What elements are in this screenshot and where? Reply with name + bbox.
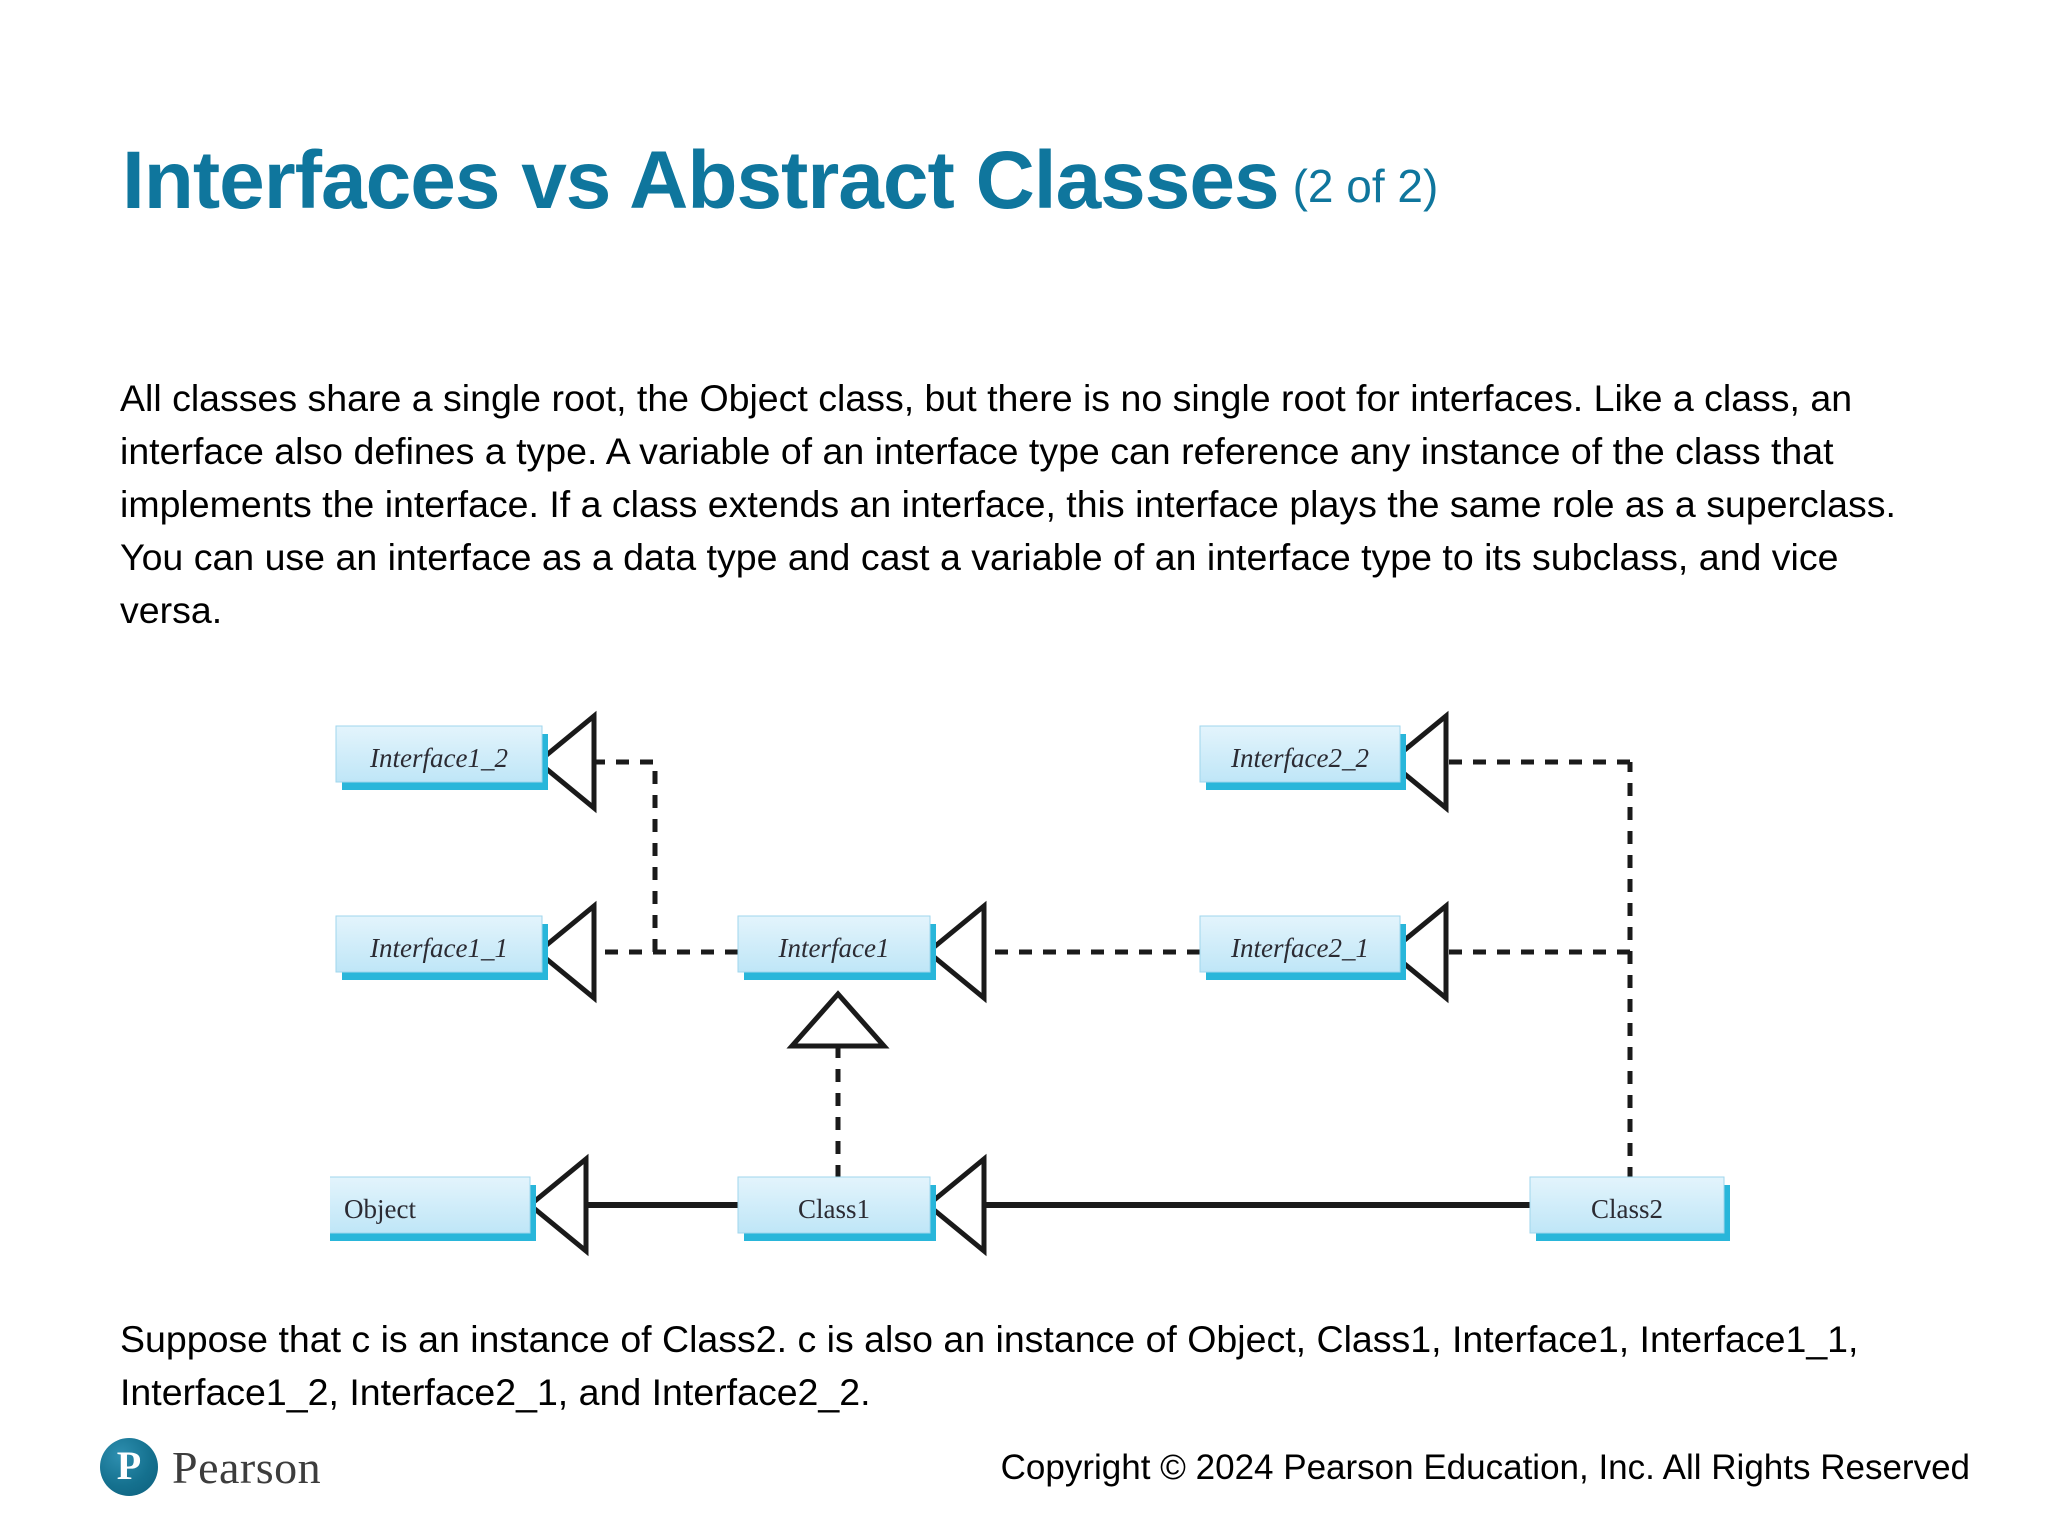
uml-class-diagram: Interface1_2 Interface1_1 Interface1 Int… (330, 700, 1760, 1260)
node-class1[interactable]: Class1 (737, 1176, 936, 1241)
arrowhead-interface1_1 (534, 900, 597, 1004)
page-title: Interfaces vs Abstract Classes(2 of 2) (122, 140, 1438, 222)
closing-paragraph: Suppose that c is an instance of Class2.… (120, 1318, 1859, 1413)
node-label-object: Object (344, 1194, 416, 1224)
node-label-class2: Class2 (1591, 1194, 1663, 1224)
node-label-interface2_1: Interface2_1 (1230, 933, 1369, 963)
pearson-p-glyph: P (116, 1443, 142, 1488)
arrowhead-class1 (924, 1153, 987, 1257)
arrowhead-interface1 (924, 900, 987, 1004)
pearson-logo: P Pearson (100, 1438, 321, 1496)
node-object[interactable]: Object (330, 1176, 536, 1241)
page-title-part-indicator: (2 of 2) (1292, 160, 1439, 212)
arrowhead-object (526, 1153, 589, 1257)
edge-group (430, 759, 1633, 1208)
node-class2[interactable]: Class2 (1529, 1176, 1730, 1241)
page-title-main: Interfaces vs Abstract Classes (122, 135, 1280, 226)
node-label-interface1_1: Interface1_1 (369, 933, 508, 963)
arrowhead-interface1_2 (534, 710, 597, 814)
arrowhead-interface2_1 (1386, 900, 1449, 1004)
node-label-interface1: Interface1 (778, 933, 890, 963)
node-interface1_1[interactable]: Interface1_1 (335, 915, 548, 980)
arrowhead-interface2_2 (1386, 710, 1449, 814)
node-interface1_2[interactable]: Interface1_2 (335, 725, 548, 790)
node-interface1[interactable]: Interface1 (737, 915, 936, 980)
pearson-mark-icon: P (100, 1438, 158, 1496)
node-label-class1: Class1 (798, 1194, 870, 1224)
arrowhead-interface1-from-class1 (786, 990, 890, 1049)
pearson-wordmark: Pearson (172, 1441, 322, 1493)
arrowhead-group (526, 710, 1449, 1257)
intro-paragraph: All classes share a single root, the Obj… (120, 377, 1896, 631)
node-interface2_1[interactable]: Interface2_1 (1199, 915, 1406, 980)
node-interface2_2[interactable]: Interface2_2 (1199, 725, 1406, 790)
copyright-notice: Copyright © 2024 Pearson Education, Inc.… (1000, 1448, 1970, 1487)
edge-interface1-to-interface1_2 (590, 759, 658, 952)
node-label-interface2_2: Interface2_2 (1230, 743, 1369, 773)
node-label-interface1_2: Interface1_2 (369, 743, 508, 773)
